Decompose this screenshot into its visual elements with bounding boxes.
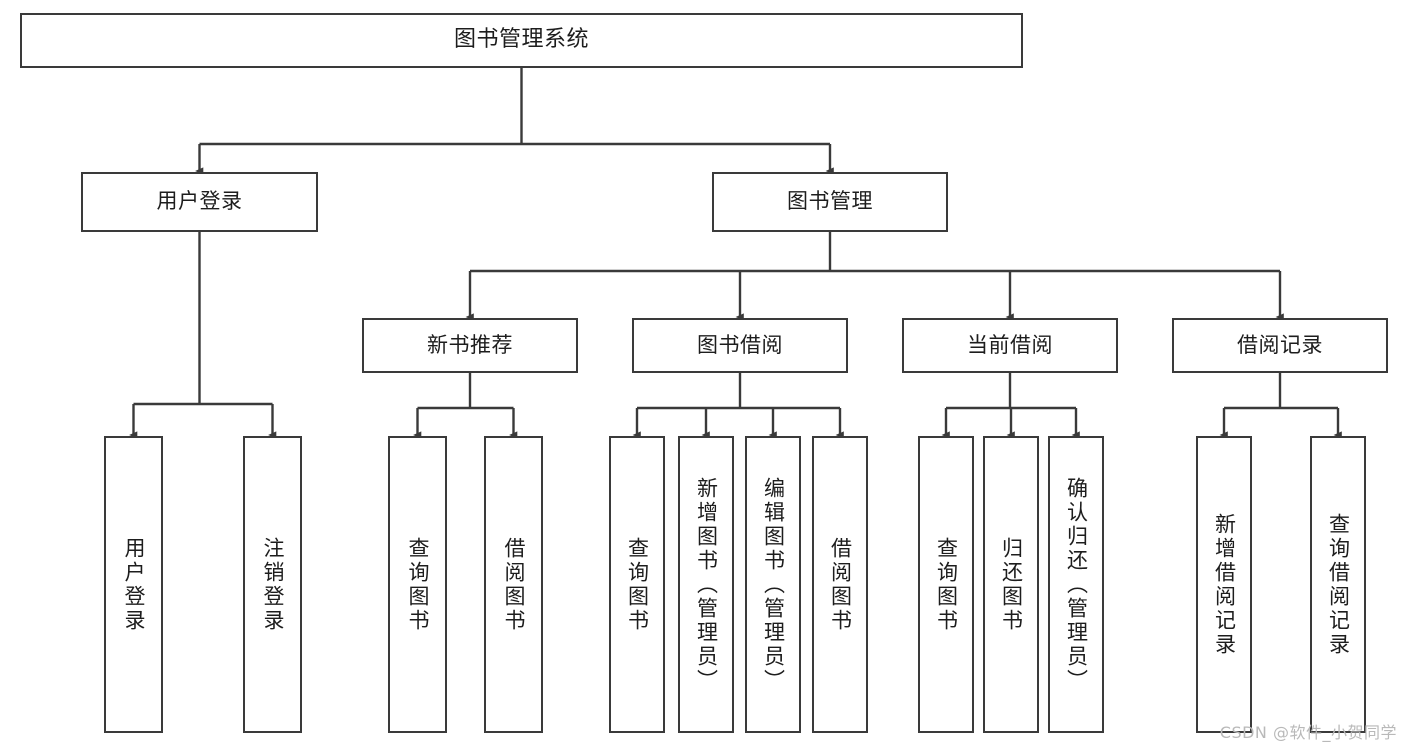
node-leaf-add-book[interactable]: 新增图书（管理员）: [678, 436, 734, 733]
node-leaf-return-book[interactable]: 归还图书: [983, 436, 1039, 733]
node-leaf-borrow-book-1[interactable]: 借阅图书: [484, 436, 543, 733]
node-label-current-borrow: 当前借阅: [967, 332, 1053, 357]
node-label-book-borrow: 图书借阅: [697, 332, 783, 357]
node-leaf-confirm-return[interactable]: 确认归还（管理员）: [1048, 436, 1104, 733]
node-leaf-query-book-1[interactable]: 查询图书: [388, 436, 447, 733]
node-label-leaf-query-book-3: 查询图书: [934, 536, 959, 633]
node-root[interactable]: 图书管理系统: [20, 13, 1023, 68]
node-label-leaf-borrow-book-1: 借阅图书: [502, 536, 526, 633]
node-label-leaf-edit-book: 编辑图书（管理员）: [761, 476, 786, 693]
node-label-leaf-user-login: 用户登录: [122, 536, 146, 633]
node-label-leaf-confirm-return: 确认归还（管理员）: [1064, 476, 1089, 693]
node-label-new-book-rec: 新书推荐: [427, 332, 513, 357]
node-label-user-login: 用户登录: [156, 189, 243, 214]
node-leaf-edit-book[interactable]: 编辑图书（管理员）: [745, 436, 801, 733]
node-leaf-borrow-book-2[interactable]: 借阅图书: [812, 436, 868, 733]
node-leaf-user-logout[interactable]: 注销登录: [243, 436, 302, 733]
node-label-leaf-add-book: 新增图书（管理员）: [694, 476, 719, 693]
node-borrow-record[interactable]: 借阅记录: [1172, 318, 1388, 373]
node-leaf-query-book-2[interactable]: 查询图书: [609, 436, 665, 733]
node-label-leaf-query-book-1: 查询图书: [406, 536, 430, 633]
node-new-book-rec[interactable]: 新书推荐: [362, 318, 578, 373]
node-label-leaf-borrow-book-2: 借阅图书: [828, 536, 853, 633]
node-user-login[interactable]: 用户登录: [81, 172, 318, 232]
node-book-manage[interactable]: 图书管理: [712, 172, 948, 232]
node-leaf-add-record[interactable]: 新增借阅记录: [1196, 436, 1252, 733]
node-label-leaf-return-book: 归还图书: [999, 536, 1024, 633]
node-leaf-query-book-3[interactable]: 查询图书: [918, 436, 974, 733]
node-label-leaf-user-logout: 注销登录: [261, 536, 285, 633]
node-label-leaf-add-record: 新增借阅记录: [1212, 512, 1237, 657]
node-label-leaf-query-record: 查询借阅记录: [1326, 512, 1351, 657]
node-current-borrow[interactable]: 当前借阅: [902, 318, 1118, 373]
node-label-book-manage: 图书管理: [787, 189, 873, 214]
node-book-borrow[interactable]: 图书借阅: [632, 318, 848, 373]
node-label-leaf-query-book-2: 查询图书: [625, 536, 650, 633]
node-label-root: 图书管理系统: [453, 27, 589, 53]
node-label-borrow-record: 借阅记录: [1237, 332, 1323, 357]
node-leaf-query-record[interactable]: 查询借阅记录: [1310, 436, 1366, 733]
node-leaf-user-login[interactable]: 用户登录: [104, 436, 163, 733]
